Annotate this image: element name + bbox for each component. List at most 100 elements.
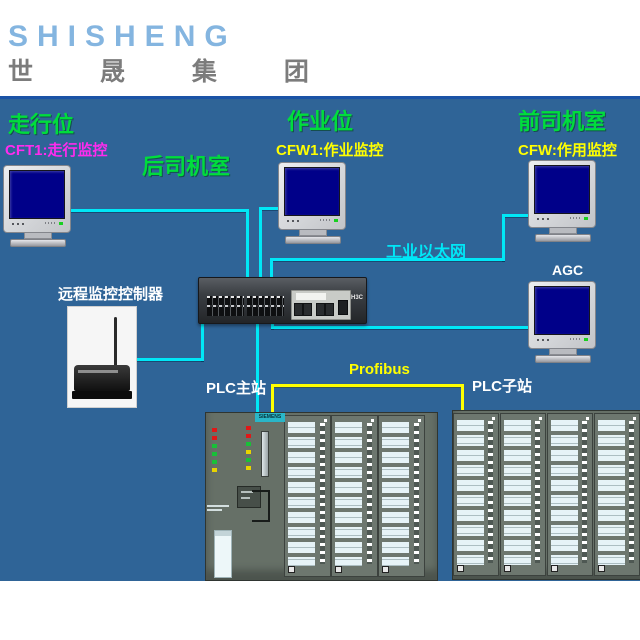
- uplink-port-icon: [303, 303, 312, 316]
- led-green: [212, 444, 217, 448]
- cpu-type-text-mark: [207, 505, 229, 507]
- monitor-controls: [534, 335, 590, 346]
- led-column: [629, 421, 634, 563]
- io-module: [547, 413, 593, 576]
- uplink-port-icon: [316, 303, 325, 316]
- cpu-status-leds-left: [212, 428, 217, 476]
- monitor-neck: [24, 233, 52, 239]
- power-led-icon: [59, 222, 63, 225]
- cable-router-v: [201, 318, 204, 361]
- module-tag: [504, 565, 511, 572]
- module-screw-icon: [586, 417, 589, 420]
- monitor-buttons-icon: [12, 223, 26, 225]
- cable-front-monitor-v1: [502, 214, 505, 261]
- monitor-front: [528, 160, 598, 242]
- led-green: [212, 452, 217, 456]
- monitor-controls: [534, 214, 590, 225]
- cable-work-monitor-stub: [259, 207, 283, 210]
- led-yellow: [212, 468, 217, 472]
- header: SHISHENG 世 晟 集 团: [0, 0, 640, 96]
- antenna-icon: [114, 317, 117, 369]
- cable-router-h: [131, 358, 204, 361]
- led-green: [246, 458, 251, 462]
- profibus-cable-v-left: [271, 384, 274, 415]
- monitor-label-marks: [570, 338, 582, 340]
- module-tag: [598, 565, 605, 572]
- io-module: [594, 413, 640, 576]
- label-front-monitor: CFW:作用监控: [518, 142, 617, 159]
- module-label-strips: [335, 422, 362, 566]
- company-logo-chinese: 世 晟 集 团: [8, 58, 339, 86]
- cable-front-monitor-h: [270, 258, 505, 261]
- led-yellow: [246, 466, 251, 470]
- cpu-type-text-mark: [207, 509, 222, 511]
- led-column: [320, 423, 325, 564]
- mode-switch-bracket: [252, 490, 270, 522]
- monitor-base: [285, 236, 341, 244]
- module-screw-icon: [371, 419, 374, 422]
- cable-walk-monitor-h: [58, 209, 249, 212]
- power-led-icon: [334, 219, 338, 222]
- led-green: [212, 460, 217, 464]
- plc-slave-rack: [452, 410, 640, 580]
- monitor-label-marks: [45, 222, 57, 224]
- module-tag: [382, 566, 389, 573]
- monitor-screen: [9, 170, 65, 219]
- company-logo-latin: SHISHENG: [8, 20, 237, 53]
- label-agc: AGC: [552, 262, 584, 278]
- io-module: [378, 415, 425, 577]
- switch-brand: H3C: [350, 295, 363, 301]
- label-plc-master: PLC主站: [206, 380, 267, 397]
- led-column: [535, 421, 540, 563]
- console-port-icon: [338, 300, 348, 315]
- io-module: [500, 413, 546, 576]
- module-screw-icon: [418, 419, 421, 422]
- uplink-port-icon: [294, 303, 303, 316]
- cable-front-monitor-stub: [502, 214, 532, 217]
- monitor-label-marks: [320, 219, 332, 221]
- monitor-bezel: [528, 160, 596, 228]
- module-tag: [457, 565, 464, 572]
- label-rear-cab: 后司机室: [142, 154, 231, 179]
- rj45-port-block-1: [207, 296, 244, 316]
- monitor-screen: [534, 286, 590, 335]
- led-column: [488, 421, 493, 563]
- plc-brand-label: SIEMENS: [255, 413, 285, 422]
- led-red: [246, 434, 251, 438]
- monitor-buttons-icon: [537, 218, 551, 220]
- monitor-buttons-icon: [287, 220, 301, 222]
- io-module: [284, 415, 331, 577]
- monitor-agc: [528, 281, 598, 363]
- router-faceplate: [78, 370, 118, 373]
- monitor-work: [278, 162, 348, 244]
- module-label-strips: [382, 422, 409, 566]
- module-tag: [335, 566, 342, 573]
- label-walk-station: 走行位: [8, 112, 75, 137]
- label-profibus: Profibus: [349, 361, 410, 378]
- profibus-cable-h: [271, 384, 464, 387]
- router-body: [74, 365, 130, 391]
- plc-master-rack: [205, 412, 438, 581]
- monitor-neck: [299, 230, 327, 236]
- label-remote-controller: 远程监控控制器: [58, 286, 164, 303]
- cable-front-monitor-v2: [270, 258, 273, 284]
- module-screw-icon: [539, 417, 542, 420]
- label-work-monitor: CFW1:作业监控: [276, 142, 384, 159]
- monitor-walk: [3, 165, 73, 247]
- monitor-buttons-icon: [537, 339, 551, 341]
- profibus-cable-v-right: [461, 384, 464, 412]
- cable-walk-monitor-v: [246, 209, 249, 284]
- monitor-neck: [549, 349, 577, 355]
- led-column: [582, 421, 587, 563]
- monitor-screen: [534, 165, 590, 214]
- label-plc-slave: PLC子站: [472, 378, 533, 395]
- led-green: [246, 442, 251, 446]
- module-tag: [288, 566, 295, 573]
- monitor-label-marks: [570, 217, 582, 219]
- monitor-bezel: [3, 165, 71, 233]
- cable-work-monitor-v: [259, 207, 262, 284]
- led-red: [212, 428, 217, 432]
- uplink-port-icon: [325, 303, 334, 316]
- monitor-bezel: [528, 281, 596, 349]
